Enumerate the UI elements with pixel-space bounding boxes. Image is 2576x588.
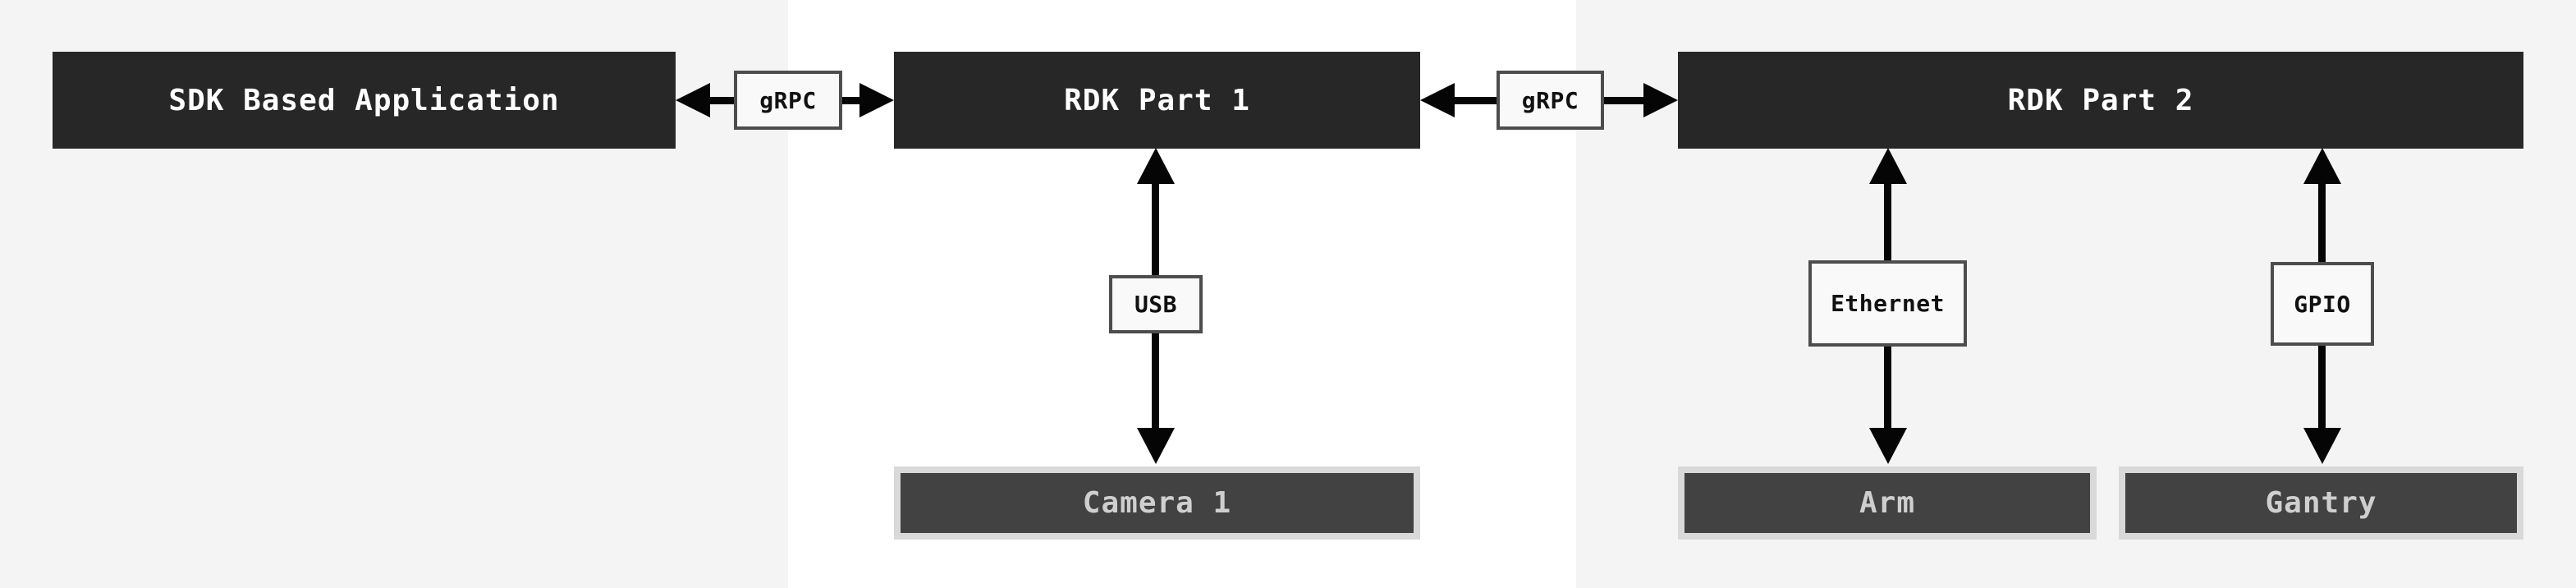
arrow-head-down-icon bbox=[1869, 428, 1907, 464]
node-rdk-part-2: RDK Part 2 bbox=[1678, 52, 2523, 149]
node-sdk-label: SDK Based Application bbox=[168, 83, 560, 117]
device-gantry-label: Gantry bbox=[2265, 486, 2377, 520]
connector-usb-label: USB bbox=[1134, 291, 1178, 318]
connector-grpc-right-label: gRPC bbox=[1521, 86, 1579, 114]
device-arm: Arm bbox=[1678, 466, 2097, 540]
arrow-head-down-icon bbox=[1137, 428, 1175, 464]
device-gantry: Gantry bbox=[2119, 466, 2523, 540]
connector-usb: USB bbox=[1109, 275, 1203, 333]
device-arm-label: Arm bbox=[1859, 486, 1916, 520]
connector-grpc-right: gRPC bbox=[1497, 71, 1604, 130]
connector-gpio: GPIO bbox=[2271, 262, 2374, 346]
node-rdk1-label: RDK Part 1 bbox=[1064, 83, 1250, 117]
node-sdk-based-application: SDK Based Application bbox=[53, 52, 676, 149]
connector-ethernet-label: Ethernet bbox=[1831, 290, 1945, 317]
arrow-head-down-icon bbox=[2303, 428, 2341, 464]
connector-gpio-label: GPIO bbox=[2294, 290, 2351, 318]
connector-ethernet: Ethernet bbox=[1808, 260, 1967, 347]
connector-grpc-left: gRPC bbox=[734, 71, 842, 130]
node-rdk-part-1: RDK Part 1 bbox=[894, 52, 1420, 149]
connector-grpc-left-label: gRPC bbox=[759, 86, 817, 114]
arrow-head-right-icon bbox=[1643, 83, 1678, 117]
arrow-head-right-icon bbox=[859, 83, 894, 117]
device-camera-1: Camera 1 bbox=[894, 466, 1420, 540]
device-camera-label: Camera 1 bbox=[1082, 486, 1232, 520]
node-rdk2-label: RDK Part 2 bbox=[2007, 83, 2194, 117]
